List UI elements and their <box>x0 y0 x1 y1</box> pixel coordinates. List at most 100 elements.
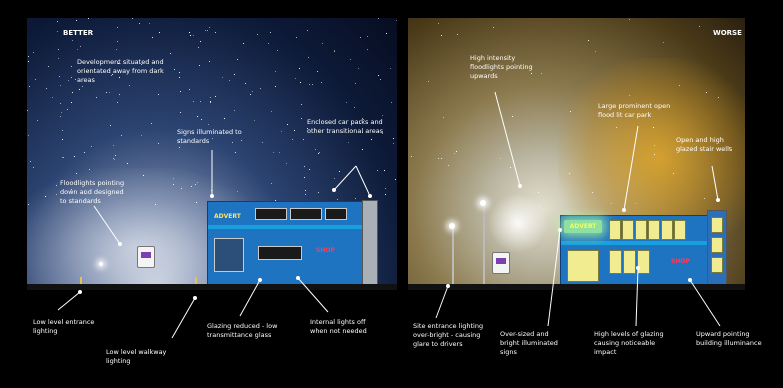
star <box>199 65 200 66</box>
star <box>611 203 612 204</box>
star <box>193 101 194 102</box>
star <box>382 115 383 116</box>
star <box>76 173 77 174</box>
star <box>33 167 34 168</box>
star <box>198 47 199 48</box>
star <box>390 68 391 69</box>
star <box>570 111 571 112</box>
leader-line <box>297 277 329 313</box>
lamp-head <box>449 223 455 229</box>
note-glazing: Glazing reduced - low transmittance glas… <box>207 322 278 339</box>
star <box>62 130 63 131</box>
star <box>48 66 49 67</box>
star <box>215 32 216 33</box>
star <box>287 124 288 125</box>
star <box>588 40 589 41</box>
star <box>321 82 322 83</box>
star <box>454 153 455 154</box>
lit-window <box>635 220 647 240</box>
star <box>262 142 263 143</box>
note-internal: Internal lights off when not needed <box>310 318 367 335</box>
leader-line <box>333 165 357 191</box>
star <box>629 19 630 20</box>
star <box>371 139 372 140</box>
note-high-intensity: High intensity floodlights pointing upwa… <box>470 54 533 80</box>
star <box>129 85 130 86</box>
star <box>384 170 385 171</box>
star <box>173 178 174 179</box>
star <box>428 81 429 82</box>
star <box>173 184 174 185</box>
leader-line <box>547 229 561 327</box>
star <box>378 75 379 76</box>
star <box>180 112 181 113</box>
star <box>294 130 295 131</box>
star <box>132 18 133 19</box>
star <box>154 62 155 63</box>
worse-building: ADVERT SHOP <box>560 215 708 287</box>
advert-sign: ADVERT <box>214 213 241 220</box>
lit-window <box>637 250 650 274</box>
star <box>115 155 116 156</box>
star <box>334 178 335 179</box>
star <box>67 109 68 110</box>
star <box>348 142 349 143</box>
star <box>438 23 439 24</box>
star <box>111 75 112 76</box>
vehicle <box>137 246 155 268</box>
star <box>28 56 29 57</box>
star <box>210 101 211 102</box>
star <box>212 138 213 139</box>
star <box>89 169 90 170</box>
star <box>28 204 29 205</box>
star <box>61 112 62 113</box>
star <box>385 194 386 195</box>
star <box>106 92 107 93</box>
star <box>59 76 60 77</box>
star <box>237 191 238 192</box>
star <box>438 158 439 159</box>
star <box>252 91 253 92</box>
star <box>222 77 223 78</box>
star <box>654 154 655 155</box>
star <box>174 69 175 70</box>
star <box>257 34 258 35</box>
note-entrance: Low level entrance lighting <box>33 318 95 335</box>
lit-window <box>622 220 634 240</box>
leader-line <box>93 205 121 245</box>
star <box>197 116 198 117</box>
star <box>158 143 159 144</box>
star <box>706 92 707 93</box>
star <box>312 84 313 85</box>
star <box>385 188 386 189</box>
star <box>729 147 730 148</box>
star <box>443 117 444 118</box>
bollard <box>195 277 197 284</box>
glazed-entrance <box>567 250 599 282</box>
star <box>275 86 276 87</box>
star <box>71 102 72 103</box>
star <box>88 70 89 71</box>
star <box>300 82 301 83</box>
vehicle <box>492 252 510 274</box>
star <box>179 147 180 148</box>
star <box>209 61 210 62</box>
star <box>616 127 617 128</box>
star <box>538 192 539 193</box>
star <box>179 77 180 78</box>
star <box>193 35 194 36</box>
lit-window <box>609 220 621 240</box>
star <box>57 21 58 22</box>
lit-window <box>674 220 686 240</box>
star <box>395 179 396 180</box>
star <box>118 63 119 64</box>
leader-line <box>57 291 81 311</box>
star <box>270 32 271 33</box>
star <box>305 194 306 195</box>
star <box>92 31 93 32</box>
star <box>113 158 114 159</box>
star <box>205 30 206 31</box>
star <box>679 85 680 86</box>
star <box>141 64 142 65</box>
glazed-stair-well <box>707 210 727 287</box>
